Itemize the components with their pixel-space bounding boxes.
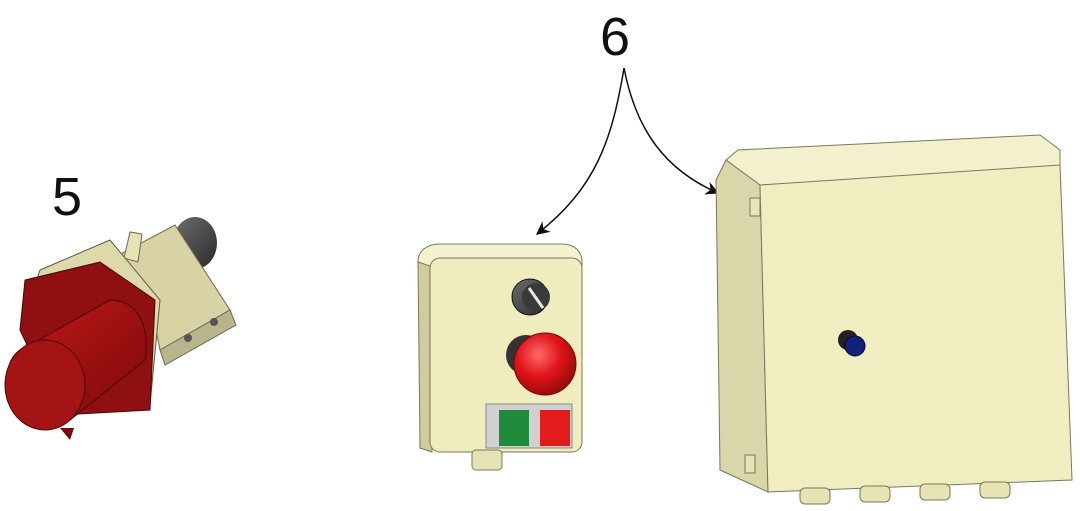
emergency-stop-button-icon bbox=[513, 332, 577, 396]
bracket-hole bbox=[210, 318, 218, 326]
enclosure-door bbox=[759, 164, 1073, 493]
indicator-light-icon bbox=[844, 335, 866, 357]
industrial-plug-icon bbox=[4, 217, 237, 440]
leader-arrow-pushbutton bbox=[535, 67, 625, 235]
cable-gland bbox=[471, 449, 503, 471]
callout-5: 5 bbox=[52, 167, 82, 227]
pushbutton-station-icon bbox=[417, 243, 583, 471]
bracket-hole bbox=[184, 334, 192, 342]
leader-arrow-enclosure bbox=[623, 67, 720, 195]
callout-6: 6 bbox=[600, 7, 630, 67]
electrical-enclosure-icon bbox=[715, 134, 1073, 505]
stop-indicator bbox=[540, 410, 570, 446]
start-indicator bbox=[499, 410, 529, 446]
plug-cylinder bbox=[4, 339, 86, 431]
